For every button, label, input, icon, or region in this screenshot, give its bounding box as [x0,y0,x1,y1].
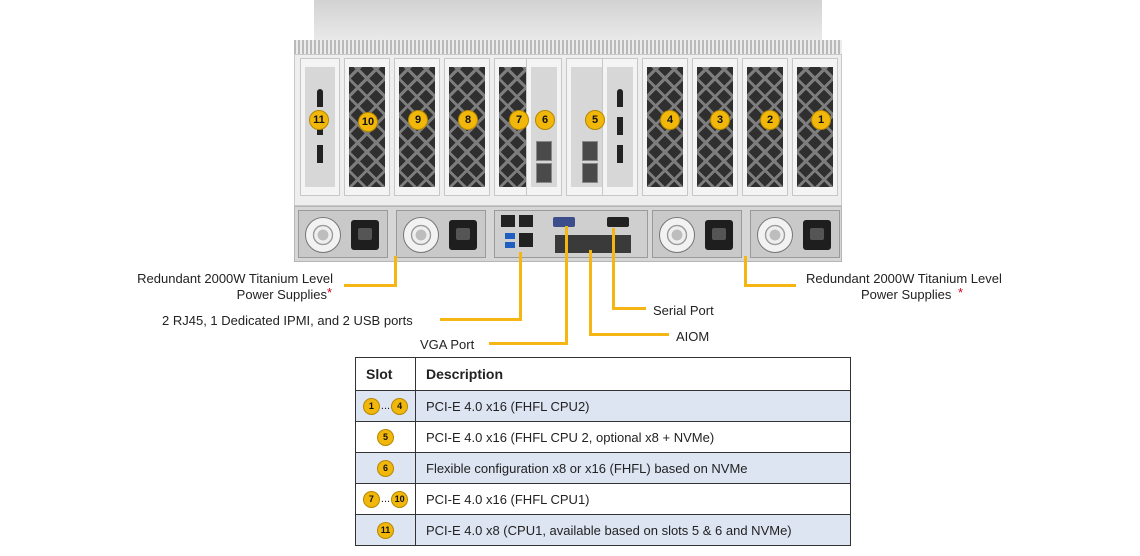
slot-cell: 1...4 [355,390,416,422]
slot-badge: 10 [391,490,409,508]
psu-right-label-line1: Redundant 2000W Titanium Level [806,271,1002,286]
leader-psu-right [744,284,796,287]
leader-rj45-v [519,252,522,321]
slot-cell: 7...10 [355,483,416,515]
slot-description-table: Slot Description 1...4 PCI-E 4.0 x16 (FH… [355,357,851,546]
leader-serial-h [612,307,646,310]
fan-icon [403,217,439,253]
serial-port-icon [607,217,629,227]
description-cell: PCI-E 4.0 x16 (FHFL CPU2) [415,390,851,422]
slot-badge: 5 [377,428,394,446]
range-ellipsis: ... [380,400,391,413]
slot-badge-10: 10 [358,112,378,132]
slot-badge-6: 6 [535,110,555,130]
description-cell: PCI-E 4.0 x16 (FHFL CPU 2, optional x8 +… [415,421,851,453]
psu-left-asterisk: * [327,285,333,300]
usb-port-icon [505,233,515,239]
slot-cell: 11 [355,514,416,546]
chassis-top [314,0,822,40]
slot-badge-4: 4 [660,110,680,130]
slot-badge-9: 9 [408,110,428,130]
psu-right-label-line2: Power Supplies [861,287,952,302]
slot-badge-1: 1 [811,110,831,130]
slot-badge-7: 7 [509,110,529,130]
leader-psu-left-v [394,256,397,287]
aiom-label: AIOM [676,329,710,344]
fan-icon [659,217,695,253]
slot-badge: 7 [362,490,380,508]
power-socket-icon [705,220,733,250]
slot-badge: 6 [377,459,394,477]
slot-badge-2: 2 [760,110,780,130]
rj45-port-icon [519,215,533,227]
psu-right-asterisk: * [958,285,964,300]
power-socket-icon [351,220,379,250]
range-ellipsis: ... [380,493,391,506]
description-cell: Flexible configuration x8 or x16 (FHFL) … [415,452,851,484]
leader-serial-v [612,228,615,310]
usb-port-icon [505,242,515,248]
fan-icon [305,217,341,253]
slot-badge-11: 11 [309,110,329,130]
ipmi-port-icon [519,233,533,247]
leader-psu-right-v [744,256,747,287]
slot-badge: 4 [391,397,409,415]
power-supply-1 [298,210,388,258]
slot-cell: 5 [355,421,416,453]
slot-badge-8: 8 [458,110,478,130]
power-socket-icon [449,220,477,250]
power-socket-icon [803,220,831,250]
vga-port-icon [553,217,575,227]
slot-cell: 6 [355,452,416,484]
vga-port-label: VGA Port [420,337,475,352]
leader-vga-v [565,226,568,345]
slot-blank-plate [602,58,638,196]
psu-left-label-line2: Power Supplies [236,287,327,302]
slot-badge-3: 3 [710,110,730,130]
leader-aiom-h [589,333,669,336]
nic-port-icon [582,163,598,183]
column-header-slot: Slot [355,357,416,391]
slot-badge: 1 [362,397,380,415]
power-supply-2 [396,210,486,258]
leader-vga-h [489,342,568,345]
leader-psu-left [344,284,396,287]
chassis-vent [294,40,842,54]
leader-rj45-h [440,318,522,321]
rj45-usb-label: 2 RJ45, 1 Dedicated IPMI, and 2 USB port… [162,313,413,328]
rear-io-panel [494,210,648,258]
slot-badge: 11 [377,521,394,539]
table-row: 7...10 PCI-E 4.0 x16 (FHFL CPU1) [355,483,851,515]
description-cell: PCI-E 4.0 x16 (FHFL CPU1) [415,483,851,515]
nic-port-icon [582,141,598,161]
fan-icon [757,217,793,253]
table-row: 5 PCI-E 4.0 x16 (FHFL CPU 2, optional x8… [355,421,851,453]
slot-badge-5: 5 [585,110,605,130]
pcie-slot-10 [344,58,390,196]
table-header-row: Slot Description [355,357,851,391]
description-cell: PCI-E 4.0 x8 (CPU1, available based on s… [415,514,851,546]
table-row: 6 Flexible configuration x8 or x16 (FHFL… [355,452,851,484]
pcie-slot-9 [394,58,440,196]
power-supply-3 [652,210,742,258]
nic-port-icon [536,141,552,161]
serial-port-label: Serial Port [653,303,714,318]
rj45-port-icon [501,215,515,227]
table-row: 11 PCI-E 4.0 x8 (CPU1, available based o… [355,514,851,546]
leader-aiom-v [589,250,592,336]
nic-port-icon [536,163,552,183]
column-header-description: Description [415,357,851,391]
table-row: 1...4 PCI-E 4.0 x16 (FHFL CPU2) [355,390,851,422]
psu-left-label-line1: Redundant 2000W Titanium Level [137,271,333,286]
power-supply-4 [750,210,840,258]
